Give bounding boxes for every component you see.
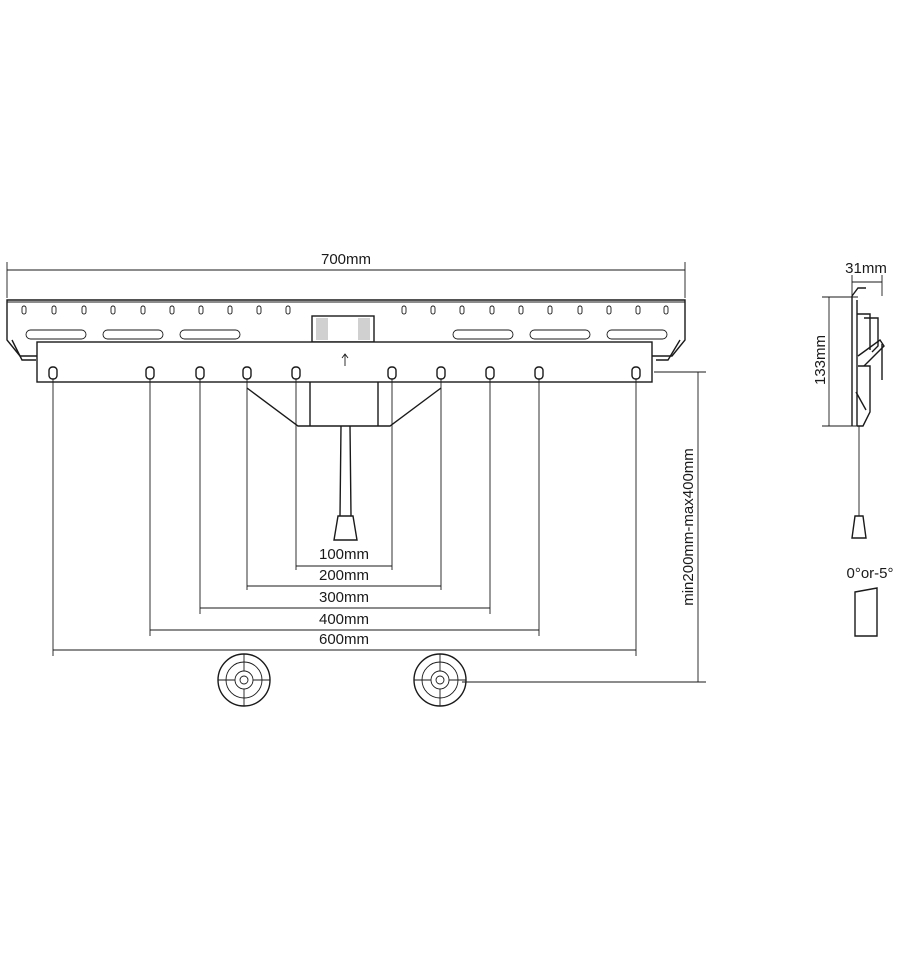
dimension-100: 100mm [296,546,392,567]
dimension-100-label: 100mm [319,546,369,563]
dimension-600: 600mm [53,631,636,651]
side-profile [851,287,885,539]
dimension-31-label: 31mm [845,260,887,277]
up-arrow-icon [341,353,349,366]
dimension-133: 133mm [812,296,858,427]
dimension-600-label: 600mm [319,631,369,648]
dimension-400-label: 400mm [319,611,369,628]
wall-plate-holes [21,305,669,315]
dimension-400: 400mm [150,611,539,631]
dimension-vertical-range: min200mm-max400mm [462,371,706,683]
wall-plate-slots [25,329,668,340]
dimension-300: 300mm [200,589,490,609]
wall-spacer-right [413,653,467,707]
vesa-extension-lines [52,379,637,656]
tv-rail [36,341,653,383]
dimension-vertical-range-label: min200mm-max400mm [680,448,697,606]
side-pull-handle [851,515,867,539]
tilt-label: 0°or-5° [846,565,893,582]
dimension-200-label: 200mm [319,567,369,584]
dimension-133-label: 133mm [812,335,829,385]
side-view: 31mm 133mm 0°or-5° [812,260,894,637]
pull-cord-handle [333,515,358,541]
dimension-700-label: 700mm [321,251,371,268]
tilt-wedge [854,587,878,637]
dimension-300-label: 300mm [319,589,369,606]
front-view: 700mm [6,251,706,707]
dimension-700: 700mm [6,251,686,298]
release-bracket [246,382,442,541]
dimension-200: 200mm [247,567,441,587]
dimension-31: 31mm [845,260,887,296]
center-lock-block [311,315,375,343]
wall-spacer-left [217,653,271,707]
